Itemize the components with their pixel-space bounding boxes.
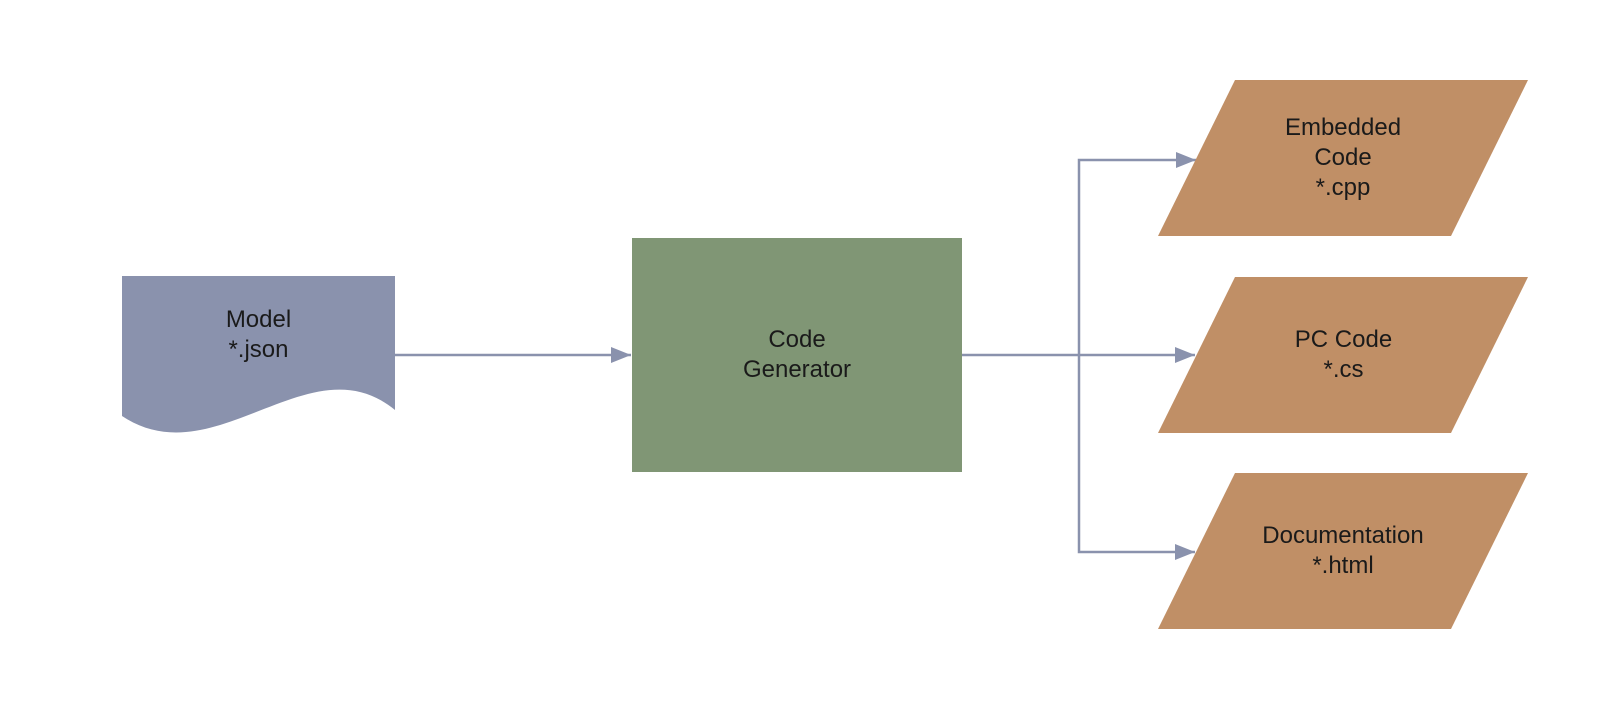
pc-code-shape — [1158, 277, 1528, 433]
connector-generator-to-documentation — [1077, 355, 1195, 560]
documentation-shape — [1158, 473, 1528, 629]
code-generator-box — [632, 238, 962, 472]
embedded-code-shape — [1158, 80, 1528, 236]
model-document-shape — [122, 276, 395, 433]
connector-generator-to-embedded-code — [1077, 152, 1196, 355]
